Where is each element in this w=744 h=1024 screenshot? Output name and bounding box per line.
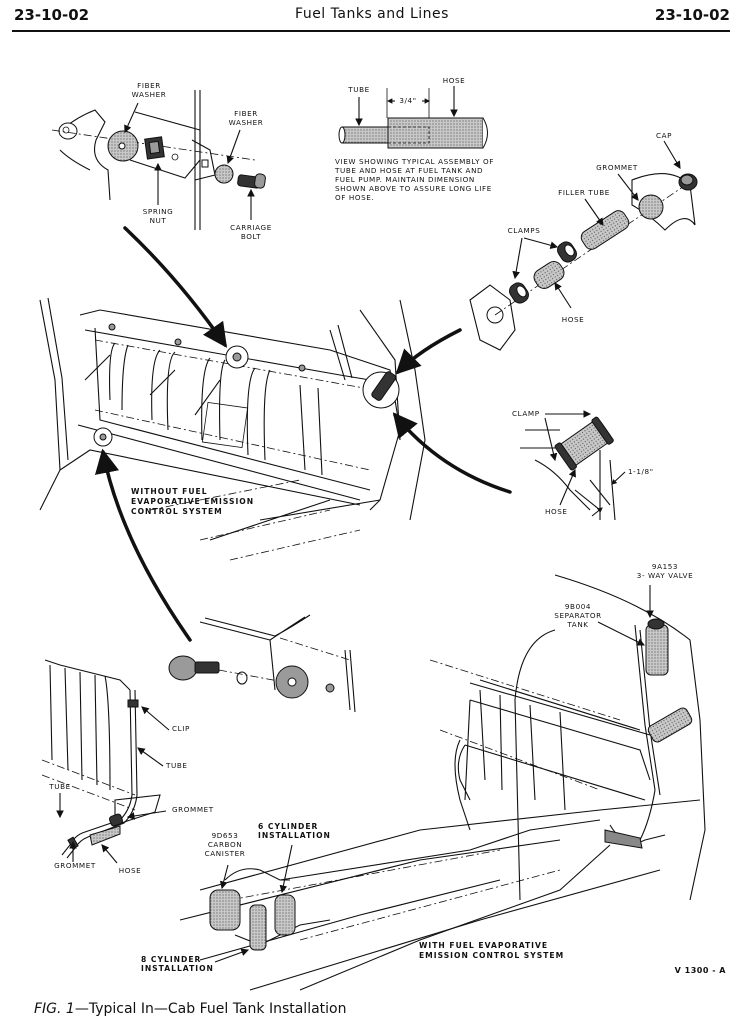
tank-lines-detail: CLIP TUBE GROMMET TUBE GROMMET HOSE [41, 659, 214, 875]
note-line-2: TUBE AND HOSE AT FUEL TANK AND [334, 166, 483, 175]
reference-code: V 1300 - A [674, 966, 726, 975]
three-way-valve [647, 618, 665, 630]
separator-tank [645, 624, 669, 676]
label-lines-hose: HOSE [119, 866, 142, 875]
bolt-washer-detail [168, 614, 356, 713]
fiber-washer-2 [214, 164, 234, 184]
note-line-1: VIEW SHOWING TYPICAL ASSEMBLY OF [335, 157, 494, 166]
filler-neck-assembly [647, 707, 693, 743]
label-tube-right: TUBE [165, 761, 188, 770]
label-separator-tank: TANK [566, 620, 588, 629]
label-six-cylinder: 6 CYLINDER [258, 822, 318, 831]
clip [127, 699, 139, 708]
label-tube-left: TUBE [48, 782, 71, 791]
label-grommet-right: GROMMET [172, 805, 214, 814]
label-filler-tube: FILLER TUBE [558, 188, 610, 197]
label-clamp-hose: HOSE [545, 507, 568, 516]
figure-caption: FIG. 1—Typical In—Cab Fuel Tank Installa… [34, 1001, 346, 1017]
section-number-right: 23-10-02 [654, 6, 730, 24]
header-rule [12, 30, 730, 32]
label-with-system-1: WITH FUEL EVAPORATIVE [419, 941, 548, 950]
washer-end-icon [58, 122, 78, 140]
cab-tank-view: WITHOUT FUEL EVAPORATIVE EMISSION CONTRO… [39, 226, 512, 642]
label-fiber-washer-1b: WASHER [132, 90, 167, 99]
label-grommet-left: GROMMET [54, 861, 96, 870]
label-fiber-washer-2b: WASHER [229, 118, 264, 127]
note-line-4: SHOWN ABOVE TO ASSURE LONG LIFE [335, 184, 492, 193]
label-spring-nut-b: NUT [150, 216, 167, 225]
carbon-canister [209, 889, 241, 931]
label-separator: SEPARATOR [554, 611, 601, 620]
label-hose: HOSE [443, 76, 466, 85]
label-canister-part: 9D653 [212, 831, 239, 840]
label-without-system-2: EVAPORATIVE EMISSION [131, 497, 254, 506]
bolt-shank [194, 661, 220, 674]
label-eight-cylinder-b: INSTALLATION [141, 964, 214, 973]
label-canister-b: CANISTER [205, 849, 246, 858]
emission-system-view: 9A153 3- WAY VALVE 9B004 SEPARATOR TANK … [141, 562, 706, 991]
label-spring-nut: SPRING [143, 207, 174, 216]
note-line-5: OF HOSE. [335, 193, 374, 202]
label-without-system-3: CONTROL SYSTEM [131, 507, 223, 516]
label-tube: TUBE [347, 85, 370, 94]
label-clamp: CLAMP [512, 409, 540, 418]
label-clamps: CLAMPS [508, 226, 541, 235]
label-filler-hose: HOSE [562, 315, 585, 324]
label-carriage-bolt-b: BOLT [241, 232, 261, 241]
bolt-head [168, 655, 198, 681]
eight-cylinder-filter [249, 904, 267, 951]
label-dimension-one-eighth: 1-1/8" [628, 467, 654, 476]
label-clip: CLIP [172, 724, 190, 733]
label-carriage-bolt: CARRIAGE [230, 223, 272, 232]
label-separator-part: 9B004 [565, 602, 591, 611]
label-dimension-three-quarter: 3/4" [399, 96, 416, 105]
mounting-hardware-detail: FIBER WASHER FIBER WASHER SPRING NUT CAR… [51, 81, 272, 241]
note-line-3: FUEL PUMP. MAINTAIN DIMENSION [335, 175, 475, 184]
label-canister: CARBON [208, 840, 242, 849]
six-cylinder-filter [274, 894, 296, 936]
page-title: Fuel Tanks and Lines [295, 6, 449, 22]
label-six-cylinder-b: INSTALLATION [258, 831, 331, 840]
figure-number: FIG. 1 [34, 1001, 75, 1017]
label-fiber-washer-1: FIBER [137, 81, 161, 90]
label-cap: CAP [656, 131, 672, 140]
label-fiber-washer-2: FIBER [234, 109, 258, 118]
label-valve-part: 9A153 [652, 562, 678, 571]
section-number-left: 23-10-02 [14, 6, 90, 24]
filler-tube-detail: CAP GROMMET FILLER TUBE CLAMPS HOSE [469, 131, 698, 351]
label-grommet: GROMMET [596, 163, 638, 172]
filler-tube [580, 210, 630, 250]
label-with-system-2: EMISSION CONTROL SYSTEM [419, 951, 564, 960]
label-eight-cylinder: 8 CYLINDER [141, 955, 201, 964]
grommet [638, 194, 664, 220]
label-valve: 3- WAY VALVE [637, 571, 693, 580]
figure-caption-text: —Typical In—Cab Fuel Tank Installation [74, 1001, 347, 1017]
clamp-detail: CLAMP 1-1/8" HOSE [512, 409, 654, 521]
tube-hose-detail: TUBE HOSE 3/4" VIEW SHOWING TYPICAL ASSE… [334, 76, 494, 202]
label-without-system-1: WITHOUT FUEL [131, 487, 208, 496]
